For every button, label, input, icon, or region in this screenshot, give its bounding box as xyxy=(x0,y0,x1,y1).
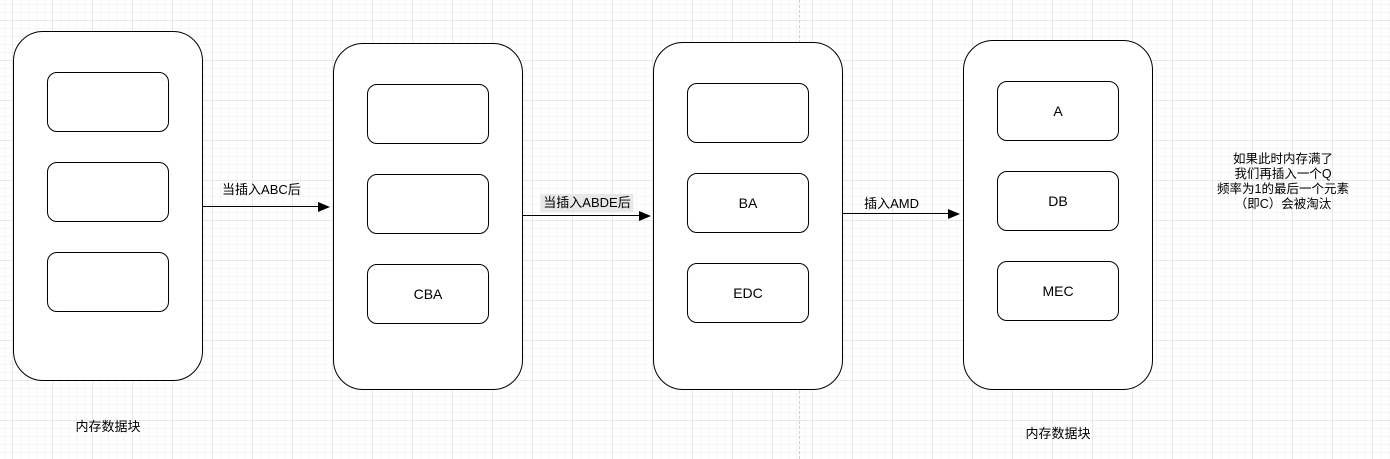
memory-cell[interactable] xyxy=(47,72,169,132)
eviction-annotation[interactable]: 如果此时内存满了 我们再插入一个Q 频率为1的最后一个元素 （即C）会被淘汰 xyxy=(1198,152,1368,212)
memory-cell[interactable]: MEC xyxy=(997,261,1119,321)
arrowhead-icon xyxy=(639,211,651,221)
block-caption[interactable]: 内存数据块 xyxy=(1025,426,1091,441)
memory-block-2[interactable]: CBA xyxy=(333,43,523,390)
arrow-label[interactable]: 当插入ABDE后 xyxy=(540,194,634,212)
arrow-line xyxy=(523,215,641,217)
memory-cell[interactable] xyxy=(367,84,489,144)
arrow-line xyxy=(843,213,950,215)
memory-block-3[interactable]: BA EDC xyxy=(653,42,843,390)
memory-cell[interactable]: BA xyxy=(687,173,809,233)
memory-cell[interactable]: DB xyxy=(997,171,1119,231)
arrow-label[interactable]: 插入AMD xyxy=(864,196,919,212)
annotation-line: （即C）会被淘汰 xyxy=(1234,197,1332,211)
arrowhead-icon xyxy=(318,202,330,212)
memory-cell[interactable]: A xyxy=(997,81,1119,141)
memory-cell[interactable]: CBA xyxy=(367,264,489,324)
memory-block-4[interactable]: A DB MEC xyxy=(963,40,1153,390)
memory-cell[interactable] xyxy=(47,162,169,222)
memory-block-1[interactable] xyxy=(13,31,203,381)
annotation-line: 如果此时内存满了 xyxy=(1232,152,1333,166)
annotation-line: 频率为1的最后一个元素 xyxy=(1217,182,1349,196)
memory-cell[interactable] xyxy=(687,83,809,143)
block-caption[interactable]: 内存数据块 xyxy=(75,419,141,434)
arrowhead-icon xyxy=(948,209,960,219)
annotation-line: 我们再插入一个Q xyxy=(1234,167,1332,181)
arrow-line xyxy=(203,206,320,208)
memory-cell[interactable] xyxy=(47,252,169,312)
memory-cell[interactable]: EDC xyxy=(687,263,809,323)
memory-cell[interactable] xyxy=(367,174,489,234)
arrow-label[interactable]: 当插入ABC后 xyxy=(222,182,301,198)
